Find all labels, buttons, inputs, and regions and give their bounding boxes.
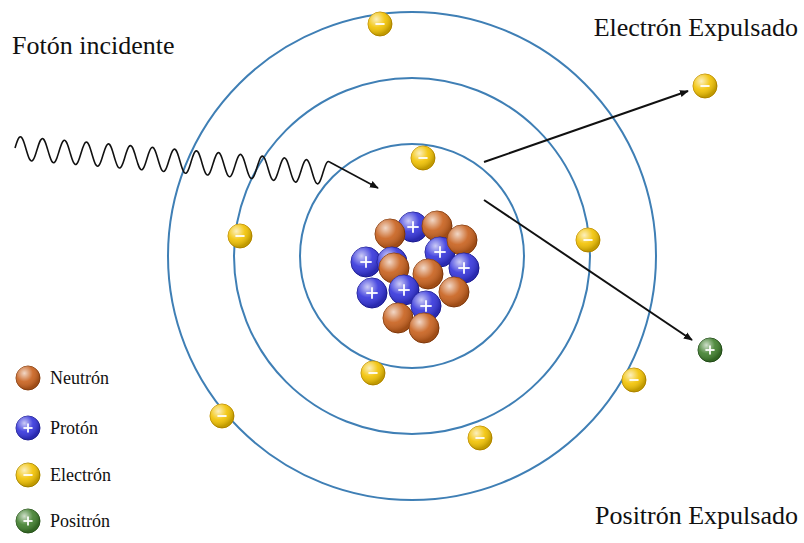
photon-arrow <box>330 162 378 188</box>
electron-orbit <box>168 12 656 500</box>
positron-path-arrow <box>484 200 692 340</box>
electron-ball <box>210 404 234 428</box>
neutron-ball <box>439 277 469 307</box>
legend-item: Electrón <box>14 461 111 489</box>
neutron-ball <box>383 303 413 333</box>
legend-swatch <box>14 507 42 535</box>
photon-wave <box>15 137 330 184</box>
electron-orbit <box>234 78 590 434</box>
electron-ball <box>411 146 435 170</box>
legend-item: Positrón <box>14 507 110 535</box>
ejected-electron <box>693 74 717 98</box>
electron-path-arrow <box>484 91 688 162</box>
ejected-positron <box>698 338 722 362</box>
legend-swatch <box>14 461 42 489</box>
legend-item: Neutrón <box>14 364 109 392</box>
electron-ball <box>576 228 600 252</box>
electron-ball <box>361 361 385 385</box>
annotation-label: Positrón Expulsado <box>595 500 798 531</box>
annotation-label: Fotón incidente <box>12 30 174 61</box>
legend-text: Electrón <box>50 465 111 486</box>
neutron-ball <box>409 313 439 343</box>
electron-ball <box>368 12 392 36</box>
electron-orbit <box>300 144 524 368</box>
legend-text: Neutrón <box>50 368 109 389</box>
legend-text: Positrón <box>50 511 110 532</box>
electron-ball <box>228 224 252 248</box>
legend-swatch <box>14 414 42 442</box>
legend-item: Protón <box>14 414 98 442</box>
annotation-label: Electrón Expulsado <box>594 12 798 43</box>
electron-ball <box>468 426 492 450</box>
proton-ball <box>357 278 387 308</box>
legend-swatch <box>14 364 42 392</box>
nucleus <box>351 211 479 343</box>
legend-text: Protón <box>50 418 98 439</box>
neutron-ball <box>375 219 405 249</box>
electron-ball <box>622 368 646 392</box>
neutron-ball <box>447 225 477 255</box>
